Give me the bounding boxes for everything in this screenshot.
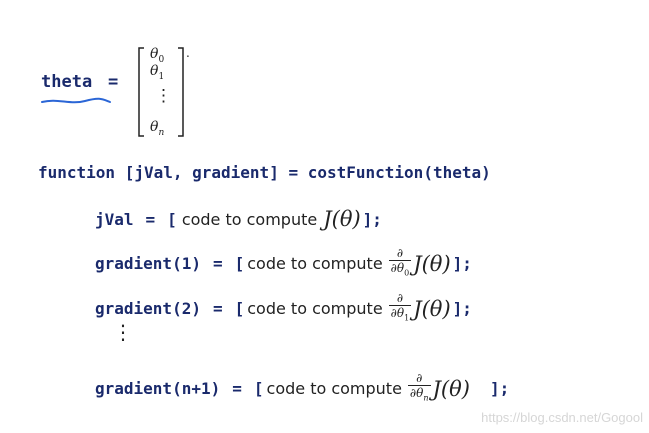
- partial-derivative-theta1: ∂ ∂θ1: [388, 292, 412, 325]
- gradient-n-plus-1-close: ];: [489, 379, 510, 399]
- jval-line: jVal = [ code to compute J(θ) ];: [95, 207, 382, 231]
- gradient-2-code-text: code to compute: [247, 299, 383, 319]
- vector-ellipsis: ⋮: [155, 86, 172, 106]
- partial-derivative-thetan: ∂ ∂θn: [407, 372, 431, 405]
- jval-close: ];: [362, 209, 382, 229]
- gradient-2-open-bracket: [: [234, 299, 245, 319]
- jval-open-bracket: [: [167, 209, 177, 229]
- gradient-n-plus-1-lhs: gradient(n+1): [95, 379, 221, 399]
- handwritten-underline: [41, 97, 111, 104]
- gradient-2-equals: =: [212, 299, 223, 319]
- function-signature: function [jVal, gradient] = costFunction…: [38, 163, 491, 182]
- vector-brackets: [138, 47, 184, 137]
- watermark: https://blog.csdn.net/Gogool: [481, 410, 643, 425]
- gradient-1-cost-expression: J(θ): [413, 251, 451, 276]
- gradient-2-lhs: gradient(2): [95, 299, 201, 319]
- gradient-1-code-text: code to compute: [247, 254, 383, 274]
- vector-trailing-dot: .: [186, 46, 190, 60]
- vertical-ellipsis: ⋮: [113, 320, 133, 344]
- gradient-n-plus-1-equals: =: [232, 379, 242, 399]
- gradient-n-plus-1-cost-expression: J(θ): [432, 376, 470, 401]
- vector-element-theta0: θ0: [150, 46, 165, 65]
- gradient-1-close: ];: [452, 254, 472, 274]
- equals-sign: =: [108, 72, 119, 92]
- gradient-1-open-bracket: [: [234, 254, 245, 274]
- gradient-2-line: gradient(2) = [ code to compute ∂ ∂θ1 J(…: [95, 292, 472, 325]
- theta-variable: theta: [41, 72, 93, 92]
- jval-equals: =: [145, 209, 156, 229]
- gradient-2-close: ];: [452, 299, 472, 319]
- gradient-n-plus-1-code-text: code to compute: [266, 379, 402, 399]
- jval-lhs: jVal: [95, 209, 134, 229]
- vector-element-theta1: θ1: [150, 63, 165, 82]
- gradient-2-cost-expression: J(θ): [413, 296, 451, 321]
- gradient-n-plus-1-line: gradient(n+1) = [ code to compute ∂ ∂θn …: [95, 372, 509, 405]
- jval-code-text: code to compute: [181, 209, 318, 229]
- gradient-1-lhs: gradient(1): [95, 254, 201, 274]
- jval-cost-expression: J(θ): [323, 207, 361, 231]
- gradient-1-line: gradient(1) = [ code to compute ∂ ∂θ0 J(…: [95, 247, 472, 280]
- partial-derivative-theta0: ∂ ∂θ0: [388, 247, 412, 280]
- vector-element-thetan: θn: [150, 119, 165, 138]
- gradient-n-plus-1-open-bracket: [: [253, 379, 264, 399]
- theta-vector: θ0 θ1 ⋮ θn .: [138, 44, 190, 140]
- gradient-1-equals: =: [212, 254, 223, 274]
